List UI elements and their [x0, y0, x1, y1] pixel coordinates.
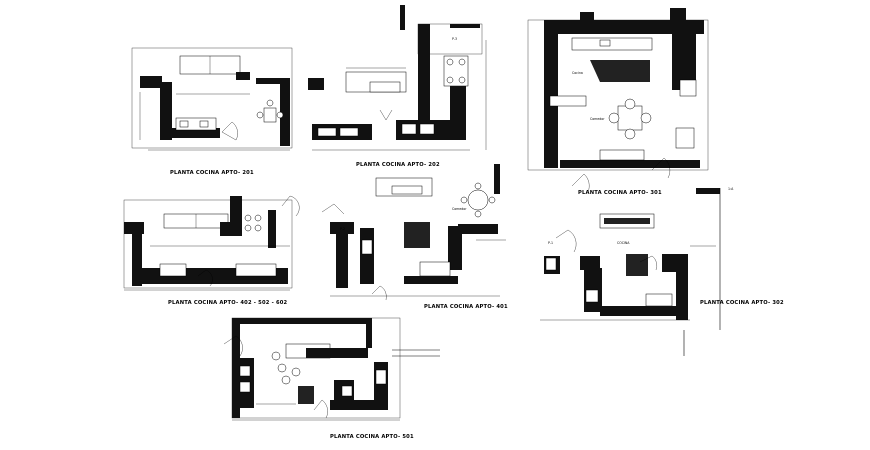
plan-401: Comedor P-2 PLANTA COCINA APTO- 401: [321, 164, 508, 310]
label-cocina-301: Cocina: [572, 71, 583, 75]
label-p3: P-3: [452, 37, 457, 41]
plan-501: PLANTA COCINA APTO- 501: [223, 317, 440, 440]
label-comedor-401: Comedor: [452, 207, 467, 211]
label-p2: P-2: [340, 227, 345, 231]
plan-title-302: PLANTA COCINA APTO- 302: [700, 300, 784, 306]
plan-title-301: PLANTA COCINA APTO- 301: [578, 190, 662, 196]
plan-301: Cocina Comedor PLANTA COCINA APTO- 301: [527, 8, 709, 196]
plan-title-201: PLANTA COCINA APTO- 201: [170, 170, 254, 176]
plan-302: 1:A COCINA P-1 PLANTA COCINA APTO- 302: [540, 187, 784, 356]
plan-402: PLANTA COCINA APTO- 402 - 502 - 602: [123, 195, 300, 306]
label-p1: P-1: [548, 241, 553, 245]
plan-202: P-3 PLANTA COCINA APTO- 202: [308, 5, 487, 168]
plan-title-501: PLANTA COCINA APTO- 501: [330, 434, 414, 440]
plan-title-402: PLANTA COCINA APTO- 402 - 502 - 602: [168, 300, 288, 306]
label-comedor-301: Comedor: [590, 117, 605, 121]
plan-201: PLANTA COCINA APTO- 201: [131, 47, 293, 176]
plan-title-202: PLANTA COCINA APTO- 202: [356, 162, 440, 168]
label-cocina-302: COCINA: [617, 241, 630, 245]
mark-302: 1:A: [728, 187, 734, 191]
plan-title-401: PLANTA COCINA APTO- 401: [424, 304, 508, 310]
